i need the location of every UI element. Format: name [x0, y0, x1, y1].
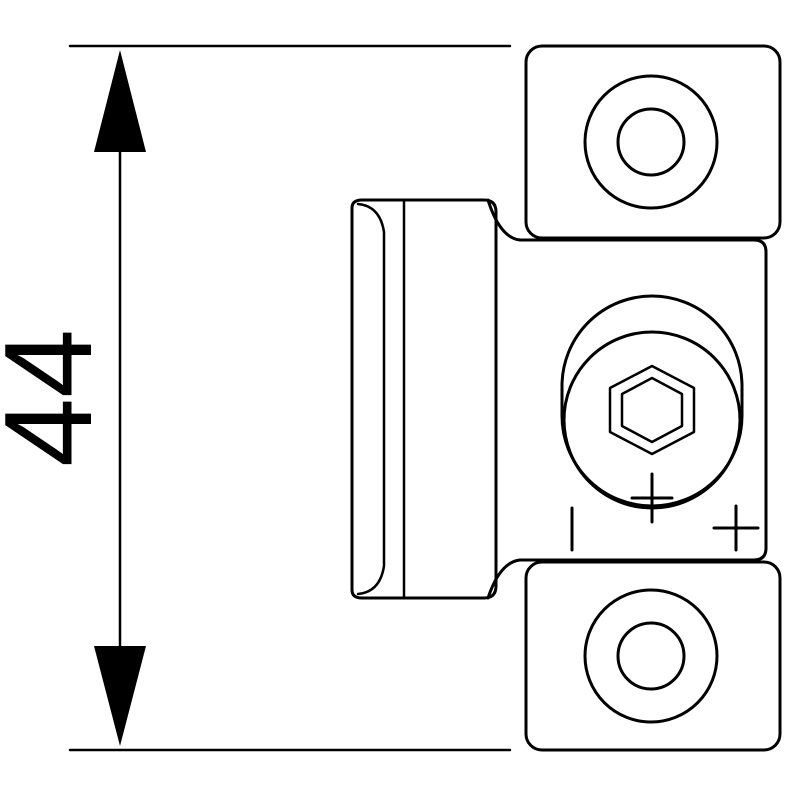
scale-center-mark — [630, 472, 674, 524]
screw-hole-icon — [583, 74, 719, 210]
hinge-body — [486, 198, 768, 600]
dimension-value: 44 — [0, 329, 118, 467]
screw-hole-icon — [583, 588, 719, 724]
scale-plus-mark — [712, 504, 760, 552]
adjustment-scale — [570, 472, 760, 552]
hex-socket-icon — [608, 364, 696, 456]
arrowhead-bottom-icon — [94, 646, 146, 746]
hinge-barrel — [350, 198, 498, 600]
top-mounting-plate — [524, 44, 782, 240]
dimension-44: 44 — [0, 44, 512, 752]
arrowhead-top-icon — [94, 50, 146, 152]
bottom-mounting-plate — [524, 560, 782, 752]
